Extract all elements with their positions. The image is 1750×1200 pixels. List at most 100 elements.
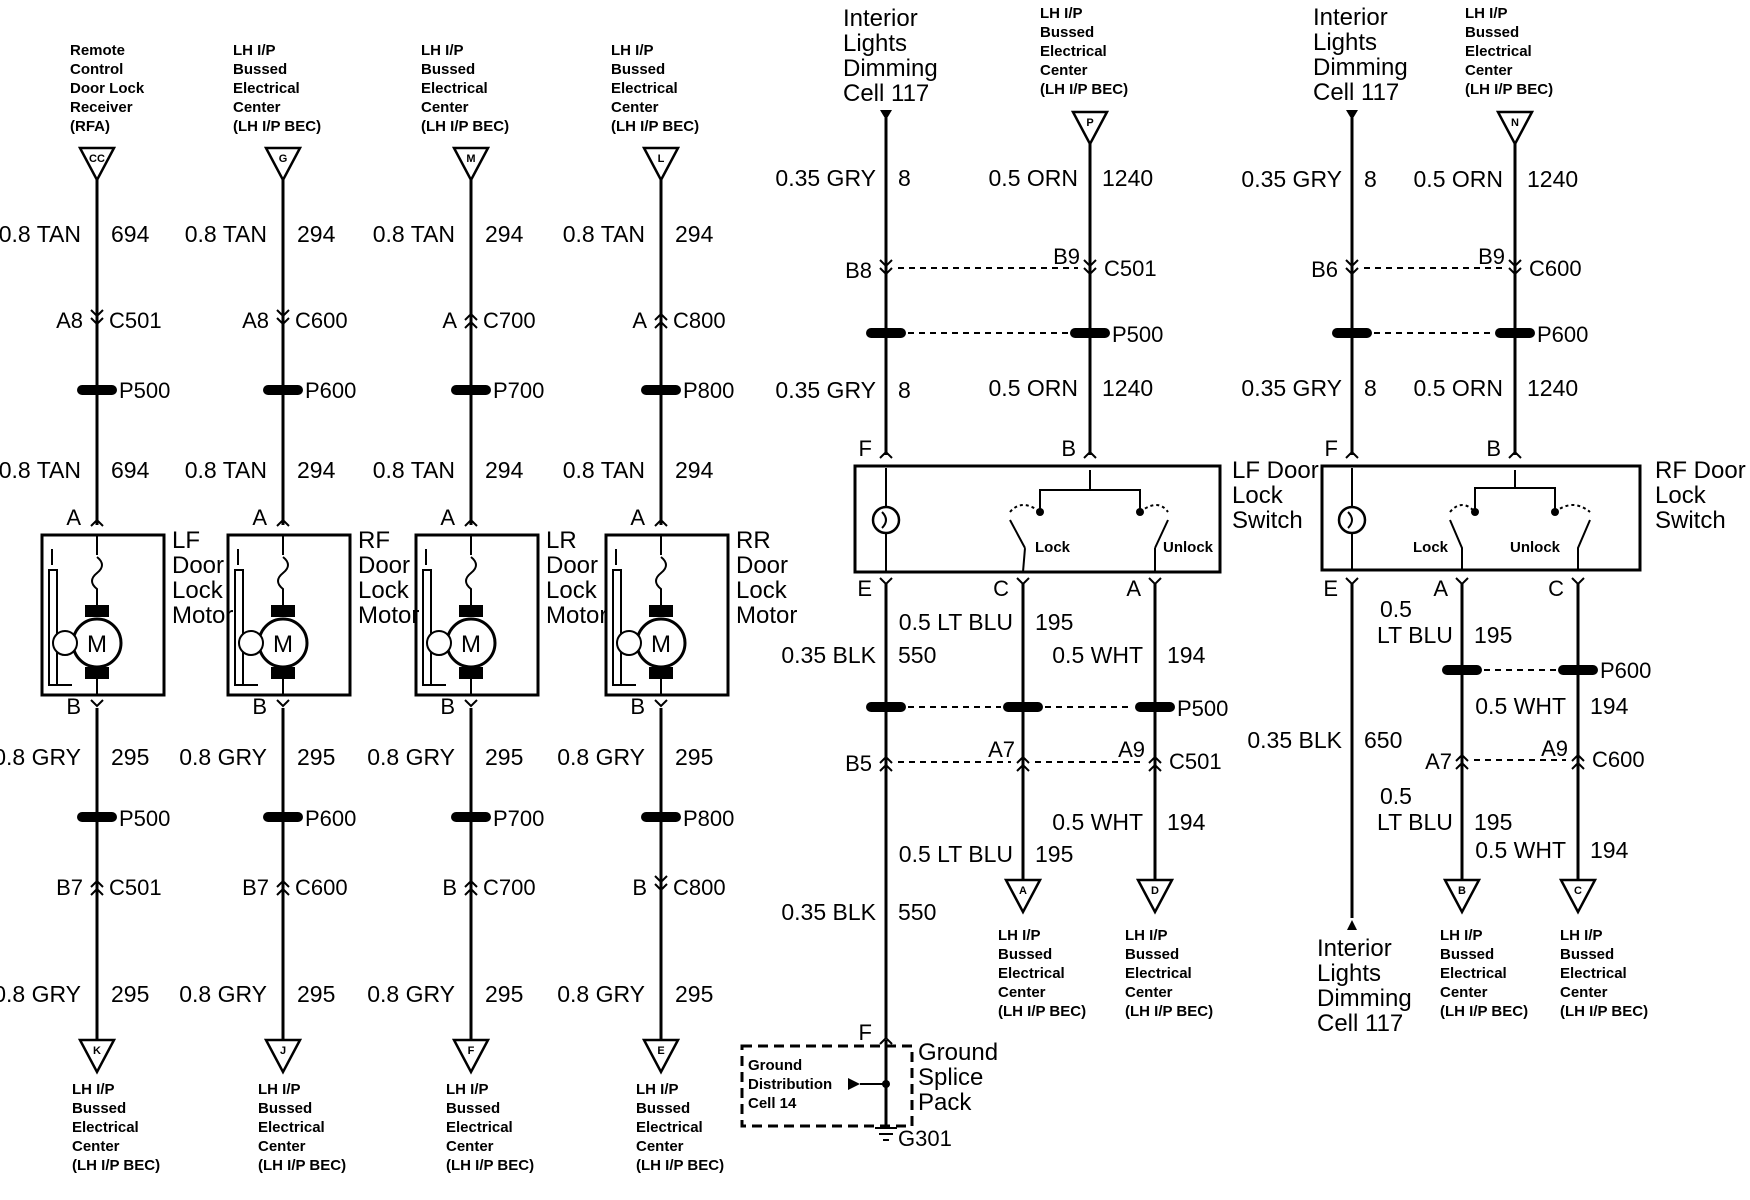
motor-symbol: M bbox=[273, 631, 293, 658]
wire-spec: 0.5 LT BLU bbox=[899, 841, 1013, 867]
top-terminal-letter: CC bbox=[89, 153, 105, 165]
motor-switch-icon bbox=[277, 535, 289, 605]
connector-pin: B9 bbox=[1478, 244, 1505, 269]
top-terminal bbox=[1070, 110, 1110, 147]
source-label: Electrical bbox=[1040, 43, 1107, 60]
bottom-terminal bbox=[263, 1038, 303, 1075]
wire-spec: 0.8 GRY bbox=[179, 981, 267, 1007]
pin-fork-icon bbox=[654, 699, 668, 708]
wire-spec: 0.5 ORN bbox=[1414, 375, 1503, 401]
pin-arrow-icon bbox=[1083, 450, 1097, 459]
source-label: Door Lock bbox=[70, 80, 145, 97]
pin-arrow-icon bbox=[879, 450, 893, 459]
connector-name: C700 bbox=[483, 875, 536, 900]
splice-pack-icon bbox=[1332, 328, 1372, 338]
wire-number: 195 bbox=[1035, 841, 1073, 867]
unlock-switch-blade-icon bbox=[1577, 519, 1591, 570]
wire-spec: 0.8 GRY bbox=[557, 981, 645, 1007]
motor-name: Lock bbox=[358, 577, 410, 604]
ground-distribution-label: Cell 14 bbox=[748, 1095, 797, 1112]
source-label: Electrical bbox=[233, 80, 300, 97]
splice-pack-icon bbox=[1558, 665, 1598, 675]
connector-name: C600 bbox=[1529, 256, 1582, 281]
pin-arrow-icon bbox=[879, 1036, 893, 1045]
terminal-b bbox=[1442, 878, 1482, 915]
motor-name: Door bbox=[736, 552, 788, 579]
motor-brush-icon bbox=[271, 605, 295, 617]
dimming-label: Dimming bbox=[1313, 54, 1408, 81]
ground-name: G301 bbox=[898, 1126, 952, 1151]
terminal-b-letter: B bbox=[1458, 885, 1466, 897]
wire-number: 194 bbox=[1590, 693, 1629, 719]
wire-spec: 0.8 GRY bbox=[179, 744, 267, 770]
source-label: Center bbox=[611, 99, 659, 116]
wire-spec: 0.35 GRY bbox=[775, 165, 876, 191]
switch-throw-arc bbox=[1009, 504, 1169, 513]
source-label: (LH I/P BEC) bbox=[421, 118, 509, 135]
destination-label: Center bbox=[1125, 984, 1173, 1001]
destination-label: Center bbox=[1440, 984, 1488, 1001]
connector-chevron-icon bbox=[90, 309, 104, 326]
ground-distribution-label: Distribution bbox=[748, 1076, 832, 1093]
motor-name: Door bbox=[358, 552, 410, 579]
switch-name: LF Door bbox=[1232, 457, 1319, 484]
wire-spec: 0.8 TAN bbox=[563, 457, 645, 483]
connector-name: C700 bbox=[483, 308, 536, 333]
switch-housing bbox=[853, 464, 1222, 574]
splice-pack-icon bbox=[1495, 328, 1535, 338]
wire-spec: 0.8 TAN bbox=[373, 221, 455, 247]
destination-label: Center bbox=[446, 1138, 494, 1155]
splice-name: P500 bbox=[119, 378, 170, 403]
destination-label: LH I/P bbox=[446, 1081, 489, 1098]
wire-spec: LT BLU bbox=[1377, 622, 1453, 648]
lamp-filament bbox=[881, 468, 887, 572]
destination-label: (LH I/P BEC) bbox=[258, 1157, 346, 1174]
switch-name: Lock bbox=[1232, 482, 1284, 509]
dimming-label: Cell 117 bbox=[843, 80, 929, 107]
splice-pack-icon bbox=[77, 812, 117, 822]
connector-name: C501 bbox=[109, 875, 162, 900]
connector-name: C600 bbox=[295, 308, 348, 333]
motor-symbol: M bbox=[87, 631, 107, 658]
destination-label: (LH I/P BEC) bbox=[1560, 1003, 1648, 1020]
dimming-label: Interior bbox=[1313, 4, 1388, 31]
switch-name: Switch bbox=[1232, 507, 1303, 534]
bottom-terminal-letter: K bbox=[93, 1045, 101, 1057]
pin-label: C bbox=[993, 576, 1009, 601]
pin-arrow-icon bbox=[90, 518, 104, 527]
wire-number: 294 bbox=[297, 221, 336, 247]
destination-label: (LH I/P BEC) bbox=[1125, 1003, 1213, 1020]
connector-chevron-icon bbox=[464, 879, 478, 896]
wire-spec: 0.5 WHT bbox=[1052, 642, 1143, 668]
destination-label: Bussed bbox=[998, 946, 1052, 963]
splice-pack-icon bbox=[77, 385, 117, 395]
source-label: LH I/P bbox=[611, 42, 654, 59]
source-label: LH I/P bbox=[1465, 5, 1508, 22]
source-label: Bussed bbox=[1465, 24, 1519, 41]
connector-pin: B7 bbox=[242, 875, 269, 900]
motor-actuator-rod bbox=[422, 569, 432, 686]
terminal-d-letter: D bbox=[1151, 885, 1159, 897]
pin-label: B bbox=[1486, 436, 1501, 461]
connector-pin: B bbox=[442, 875, 457, 900]
source-label: LH I/P bbox=[233, 42, 276, 59]
source-label: (LH I/P BEC) bbox=[1040, 81, 1128, 98]
wire-arrow-icon bbox=[880, 110, 892, 120]
ground-splice-pack-box bbox=[740, 1044, 914, 1128]
wire-number: 194 bbox=[1167, 642, 1206, 668]
splice-pack-icon bbox=[1070, 328, 1110, 338]
wire-number: 295 bbox=[297, 744, 335, 770]
splice-name: P600 bbox=[305, 806, 356, 831]
wire-spec: 0.8 TAN bbox=[563, 221, 645, 247]
pin-label: A bbox=[252, 505, 267, 530]
connector-chevron-icon bbox=[1508, 259, 1522, 276]
destination-label: Bussed bbox=[1125, 946, 1179, 963]
motor-gear-icon bbox=[238, 630, 264, 656]
source-label: Center bbox=[233, 99, 281, 116]
splice-name: P800 bbox=[683, 378, 734, 403]
destination-label: Electrical bbox=[1440, 965, 1507, 982]
bottom-terminal-letter: J bbox=[280, 1045, 286, 1057]
splice-pack-icon bbox=[641, 385, 681, 395]
